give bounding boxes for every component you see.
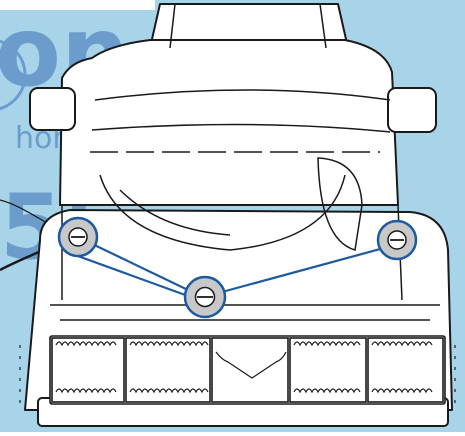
center-screw	[183, 275, 227, 319]
brush-segment-3	[211, 337, 289, 403]
window-shape	[99, 174, 346, 251]
brush-segment-5	[367, 337, 444, 403]
left-wheel-knob	[29, 87, 76, 131]
left-screw	[57, 216, 99, 258]
brush-segment-1	[51, 337, 125, 403]
right-wheel-knob	[387, 87, 437, 133]
handle-inner-right	[319, 3, 327, 49]
handle-inner-left	[169, 3, 176, 49]
right-vent	[317, 157, 363, 251]
brush-segment-4	[289, 337, 367, 403]
bristles-bottom-2	[129, 388, 209, 394]
bristles-bottom-4	[293, 388, 361, 394]
inner-window	[119, 189, 231, 236]
line-right-to-center	[221, 246, 385, 294]
bristles-top-4	[293, 341, 361, 347]
bristles-top-1	[55, 341, 117, 347]
bristles-top-2	[129, 341, 209, 347]
brush-bristles	[19, 341, 456, 405]
line-left-to-center	[83, 239, 189, 291]
callout-lines	[74, 239, 385, 298]
line-left-down	[74, 253, 189, 298]
upper-housing	[59, 39, 399, 206]
upper-curve	[94, 89, 391, 101]
brush-roll	[49, 335, 446, 405]
right-screw	[376, 219, 418, 261]
watermark-ring	[0, 39, 27, 111]
bristles-top-5	[371, 341, 433, 347]
brush-segment-2	[125, 337, 211, 403]
bristles-wave-center	[215, 351, 287, 379]
bristles-bottom-5	[371, 388, 433, 394]
white-corner	[0, 0, 155, 10]
mid-curve	[91, 123, 391, 133]
bristles-bottom-1	[55, 388, 117, 394]
